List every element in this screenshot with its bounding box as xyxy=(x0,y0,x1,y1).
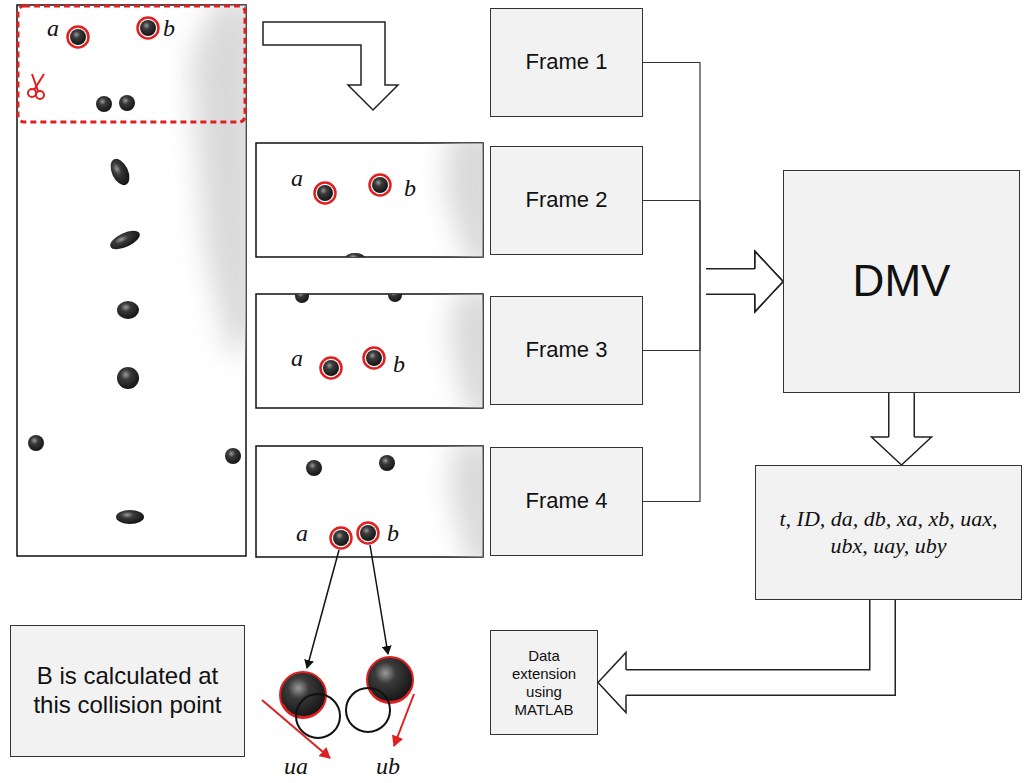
flow-arrow xyxy=(643,63,783,312)
process-box: Data extension using MATLAB xyxy=(490,630,598,735)
particle-label: b xyxy=(393,352,405,376)
box-text: Frame 1 xyxy=(526,49,608,75)
box-text: Frame 3 xyxy=(526,337,608,363)
box-text: t, ID, da, db, xa, xb, uax, ubx, uay, ub… xyxy=(764,506,1013,559)
particle-label: a xyxy=(291,166,303,190)
particle-label: a xyxy=(291,346,303,370)
frame-box: Frame 2 xyxy=(490,146,643,255)
particle-label: b xyxy=(387,521,399,545)
crop-arrow xyxy=(263,22,398,110)
flow-arrow xyxy=(872,393,932,465)
box-text: B is calculated at this collision point xyxy=(19,662,236,720)
particle-label: b xyxy=(163,16,175,40)
particle-label: a xyxy=(47,16,59,40)
process-box: DMV xyxy=(783,170,1020,393)
scissors-icon xyxy=(28,74,44,99)
flow-arrow xyxy=(643,252,783,351)
box-text: DMV xyxy=(853,255,951,308)
particle-label: a xyxy=(296,521,308,545)
output-box: t, ID, da, db, xa, xb, uax, ubx, uay, ub… xyxy=(755,465,1022,600)
collision-sketch xyxy=(262,657,414,758)
note-box: B is calculated at this collision point xyxy=(10,625,245,757)
velocity-label: ua xyxy=(284,754,308,778)
box-text: Data extension using MATLAB xyxy=(499,647,589,719)
box-text: Frame 4 xyxy=(526,488,608,514)
box-text: Frame 2 xyxy=(526,187,608,213)
frame-box: Frame 4 xyxy=(490,447,643,556)
velocity-label: ub xyxy=(376,754,400,778)
crop-region xyxy=(18,6,245,122)
flow-arrow xyxy=(643,201,783,312)
particle-label: b xyxy=(404,176,416,200)
frame-box: Frame 1 xyxy=(490,8,643,117)
frame-box: Frame 3 xyxy=(490,296,643,405)
flow-arrow xyxy=(598,600,883,713)
flow-arrow xyxy=(643,252,783,502)
